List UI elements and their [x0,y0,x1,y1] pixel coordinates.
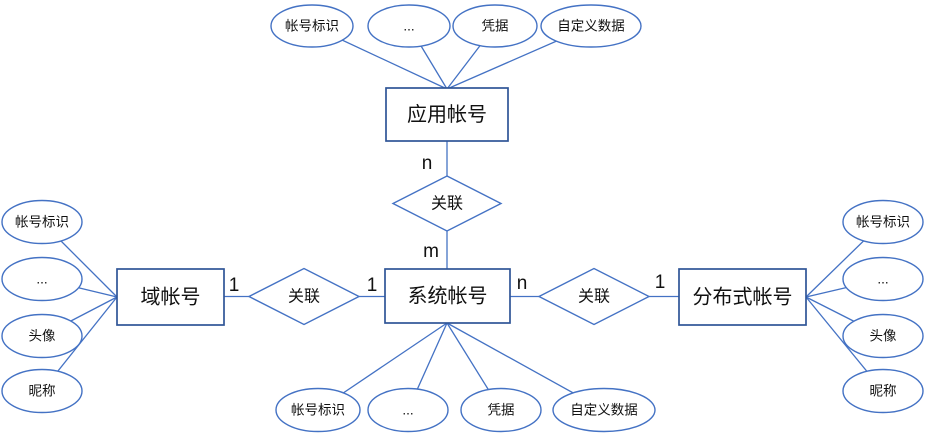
entity-rect [384,268,511,324]
attribute-ellipse [1,256,83,302]
attribute-label: 昵称 [29,384,56,399]
attribute-label: ... [403,19,414,34]
attribute-label: 头像 [29,329,56,344]
attribute-ellipse [1,313,83,359]
entity-label: 分布式帐号 [693,286,793,309]
attribute-label: 自定义数据 [570,403,638,418]
attribute-system-account-id: 帐号标识 [275,387,361,433]
relationship-app-system: 关联 [391,175,503,232]
cardinality-app-n: n [422,153,433,174]
attribute-label: ... [877,272,888,287]
attribute-system-credential: 凭据 [460,387,542,433]
relationship-diamond [391,175,503,232]
entity-rect [678,268,807,326]
attribute-ellipse [367,4,451,48]
attribute-ellipse [842,368,924,414]
relationship-label: 关联 [431,195,463,213]
cardinality-domain-1: 1 [229,275,240,296]
attribute-ellipse [540,4,642,48]
relationship-label: 关联 [288,288,320,306]
attribute-label: 头像 [870,329,898,344]
entity-label: 系统帐号 [408,285,488,308]
attribute-ellipse [842,313,924,359]
entity-rect [116,268,225,326]
attribute-ellipse [270,4,354,48]
cardinality-system-1: 1 [367,275,378,296]
attribute-system-more: ... [367,387,449,433]
attribute-label: ... [402,403,413,418]
entity-domain-account: 域帐号 [116,268,225,326]
relationship-domain-system: 关联 [247,267,361,326]
attribute-app-more: ... [367,4,451,48]
entity-distributed-account: 分布式帐号 [678,268,807,326]
attribute-label: 昵称 [870,384,897,399]
attribute-app-credential: 凭据 [452,4,538,48]
attribute-label: 帐号标识 [291,403,345,418]
attribute-label: ... [36,272,47,287]
attribute-ellipse [552,387,656,433]
attribute-ellipse [842,256,924,302]
attribute-label: 自定义数据 [557,19,625,34]
cardinality-system-m: m [423,241,439,262]
attribute-ellipse [367,387,449,433]
attribute-label: 凭据 [488,403,515,418]
attribute-domain-nickname: 昵称 [1,368,83,414]
entity-label: 应用帐号 [407,103,487,126]
attribute-distributed-nickname: 昵称 [842,368,924,414]
entity-app-account: 应用帐号 [385,87,509,142]
attribute-system-custom-data: 自定义数据 [552,387,656,433]
attribute-label: 帐号标识 [285,19,339,34]
attribute-ellipse [275,387,361,433]
attribute-label: 帐号标识 [856,215,910,230]
attribute-label: 帐号标识 [15,215,69,230]
attribute-app-account-id: 帐号标识 [270,4,354,48]
entity-system-account: 系统帐号 [384,268,511,324]
cardinalities: n m 1 1 n 1 [229,153,666,296]
attribute-domain-avatar: 头像 [1,313,83,359]
entity-rect [385,87,509,142]
attribute-ellipse [1,199,83,245]
attribute-label: 凭据 [482,19,509,34]
attribute-distributed-account-id: 帐号标识 [842,199,924,245]
cardinality-distributed-1: 1 [655,272,666,293]
attribute-ellipse [1,368,83,414]
relationship-diamond [247,267,361,326]
attribute-distributed-avatar: 头像 [842,313,924,359]
cardinality-system-n: n [517,273,528,294]
attribute-app-custom-data: 自定义数据 [540,4,642,48]
relationship-system-distributed: 关联 [537,267,651,326]
relationship-label: 关联 [578,288,610,306]
attribute-ellipse [452,4,538,48]
attribute-ellipse [460,387,542,433]
attribute-distributed-more: ... [842,256,924,302]
attribute-domain-account-id: 帐号标识 [1,199,83,245]
entity-label: 域帐号 [141,286,201,309]
attribute-domain-more: ... [1,256,83,302]
relationship-diamond [537,267,651,326]
attribute-ellipse [842,199,924,245]
